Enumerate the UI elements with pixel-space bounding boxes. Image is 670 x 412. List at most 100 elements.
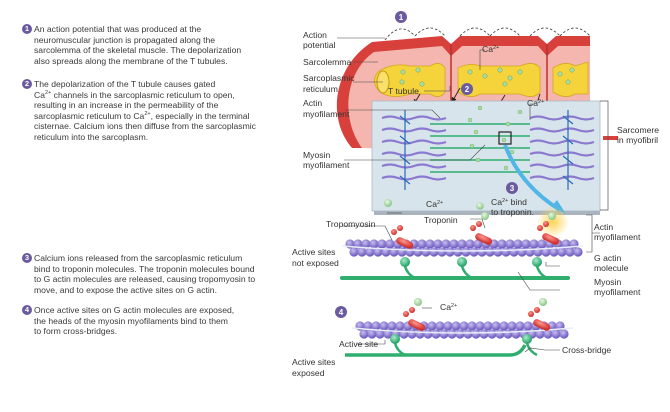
g-actin-bead	[427, 321, 437, 331]
calcium-ion-icon	[384, 199, 392, 207]
myosin-neck	[393, 342, 406, 357]
troponin-subunit	[470, 225, 476, 231]
g-actin-bead	[521, 239, 531, 249]
g-actin-bead	[475, 321, 485, 331]
g-actin-bead	[465, 239, 475, 249]
g-actin-bead	[573, 247, 583, 257]
step-1-line: An action potential that was produced at…	[34, 24, 202, 34]
actin-strand	[381, 127, 447, 133]
actin-strand	[529, 115, 595, 121]
badge-2: 2	[461, 83, 473, 95]
calcium-ion	[517, 109, 523, 115]
g-actin-bead	[507, 321, 517, 331]
svg-text:4: 4	[339, 308, 344, 317]
myofibril-filaments	[381, 105, 595, 190]
g-actin-bead	[423, 329, 433, 339]
z-disc	[399, 110, 411, 190]
step-2-line: sarcoplasmic reticulum to Ca2+, especial…	[34, 110, 250, 121]
panel-4-active	[345, 298, 574, 357]
g-actin-bead	[483, 321, 493, 331]
label-actin-myofilament-right: Actin	[594, 222, 613, 232]
label-actin-myofilament-right-2: myofilament	[594, 232, 641, 242]
g-actin-bead	[467, 321, 477, 331]
sarcomere-band	[603, 136, 618, 140]
g-actin-bead	[549, 247, 559, 257]
myosin-neck	[403, 265, 416, 280]
g-actin-bead	[505, 239, 515, 249]
g-actin-bead	[461, 247, 471, 257]
g-actin-bead	[487, 329, 497, 339]
badge-1: 1	[395, 11, 407, 23]
step-3-line: move, and to expose the active sites on …	[34, 284, 217, 295]
label-action-potential: Action	[303, 30, 327, 40]
g-actin-bead	[511, 329, 521, 339]
myosin-head	[532, 257, 542, 267]
myosin-heads-4	[390, 334, 538, 357]
zoom-arrow	[503, 144, 562, 212]
label-action-potential-2: potential	[303, 40, 336, 50]
step-1-line: neuromuscular junction is propagated alo…	[34, 34, 216, 45]
g-actin-bead	[451, 321, 461, 331]
label-sarcolemma: Sarcolemma	[303, 57, 351, 67]
g-actin-bead	[373, 247, 383, 257]
g-actin-bead	[565, 247, 575, 257]
g-actin-bead	[453, 247, 463, 257]
bound-calcium	[414, 298, 422, 306]
g-actin-bead	[457, 239, 467, 249]
step-1-line: sarcolemma of the skeletal muscle. The d…	[34, 45, 242, 56]
step-4-line: Once active sites on G actin molecules a…	[34, 305, 235, 315]
actin-strand	[381, 115, 447, 121]
g-actin-bead	[529, 239, 539, 249]
label-calcium-top: Ca2+	[482, 44, 499, 54]
glow	[537, 206, 569, 238]
label-sarcoplasmic-reticulum: Sarcoplasmic	[303, 73, 355, 83]
myosin-neck	[535, 265, 548, 280]
badge-3: 3	[506, 182, 518, 194]
calcium-ion	[477, 105, 483, 111]
bound-calcium	[548, 212, 556, 220]
g-actin-bead	[447, 329, 457, 339]
troponin-subunit	[543, 221, 549, 227]
actin-strand	[529, 151, 595, 157]
g-actin-bead	[357, 247, 367, 257]
myosin-head	[390, 334, 400, 344]
g-actin-bead	[379, 321, 389, 331]
step-2-badge: 2	[22, 79, 32, 89]
g-actin-bead	[561, 239, 571, 249]
label-g-actin: G actin	[594, 253, 621, 263]
myosin-head	[400, 257, 410, 267]
step-3-line: bind to troponin molecules. The troponin…	[34, 263, 255, 274]
g-actin-bead	[537, 239, 547, 249]
g-actin-bead	[515, 321, 525, 331]
g-actin-bead	[359, 329, 369, 339]
g-actin-bead	[455, 329, 465, 339]
step-1-badge: 1	[22, 24, 32, 34]
step-2-text: 2 The depolarization of the T tubule cau…	[22, 79, 256, 143]
g-actin-bead	[477, 247, 487, 257]
step-4-line: to form cross-bridges.	[34, 326, 118, 337]
g-actin-bead	[499, 321, 509, 331]
g-actin-bead	[377, 239, 387, 249]
z-disc	[562, 110, 574, 190]
g-actin-bead	[503, 329, 513, 339]
label-calcium-myofibril: Ca2+	[527, 98, 544, 108]
g-actin-bead	[363, 321, 373, 331]
label-actin-myofilament: Actin	[303, 98, 322, 108]
label-actin-myofilament-2: myofilament	[303, 109, 350, 119]
g-actin-bead	[433, 239, 443, 249]
sarcoplasmic-reticulum-right	[552, 61, 589, 97]
g-actin-bead	[485, 247, 495, 257]
zoom-focus-box	[498, 131, 512, 145]
actin-strand	[381, 175, 447, 181]
g-actin-bead	[471, 329, 481, 339]
g-actin-bead	[491, 321, 501, 331]
label-active-sites-not-exposed: Active sites	[292, 247, 335, 257]
troponin-subunit	[476, 221, 482, 227]
troponin-complexes-3	[391, 212, 560, 249]
leader-lines	[337, 37, 600, 353]
g-actin-bead	[429, 247, 439, 257]
troponin-subunit	[534, 307, 540, 313]
g-actin-bead	[443, 321, 453, 331]
label-sarcomere-2: in myofibril	[617, 135, 658, 145]
troponin-subunit	[409, 307, 415, 313]
